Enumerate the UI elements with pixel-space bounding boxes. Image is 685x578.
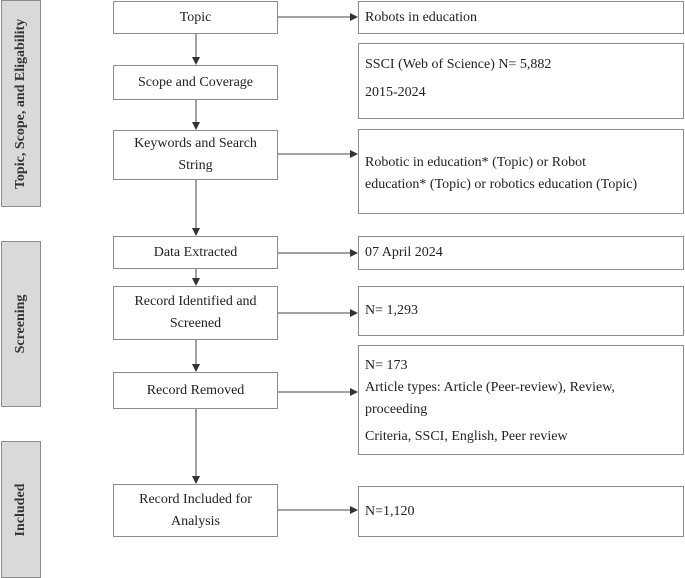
step-record-identified-line1: Record Identified and — [134, 294, 257, 309]
detail-removed-types-line1: Article types: Article (Peer-review), Re… — [365, 380, 615, 395]
step-keywords-line1: Keywords and Search — [134, 136, 257, 151]
detail-scope: SSCI (Web of Science) N= 5,882 2015-2024 — [358, 43, 684, 119]
step-record-removed: Record Removed — [113, 372, 278, 409]
step-record-identified: Record Identified and Screened — [113, 286, 278, 340]
step-keywords: Keywords and Search String — [113, 130, 278, 180]
step-topic-label: Topic — [179, 9, 212, 25]
step-data-extracted-label: Data Extracted — [153, 244, 238, 260]
step-record-included-line1: Record Included for — [139, 491, 252, 507]
detail-removed-count: N= 173 — [365, 358, 408, 373]
step-keywords-line2: String — [178, 158, 213, 173]
step-record-included-line2: Analysis — [170, 513, 220, 529]
detail-scope-source: SSCI (Web of Science) N= 5,882 — [365, 57, 552, 72]
detail-topic: Robots in education — [358, 1, 684, 34]
detail-record-identified: N= 1,293 — [358, 286, 684, 336]
detail-removed-types-line2: proceeding — [365, 402, 428, 417]
detail-data-extracted: 07 April 2024 — [358, 236, 684, 270]
phase-screening: Screening — [1, 241, 41, 407]
step-scope-label: Scope and Coverage — [137, 74, 254, 90]
detail-keywords: Robotic in education* (Topic) or Robot e… — [358, 129, 684, 214]
detail-keywords-line2: education* (Topic) or robotics education… — [365, 177, 638, 192]
detail-keywords-line1: Robotic in education* (Topic) or Robot — [365, 155, 587, 170]
detail-topic-text: Robots in education — [365, 9, 477, 25]
detail-record-removed: N= 173 Article types: Article (Peer-revi… — [358, 345, 684, 455]
step-record-identified-line2: Screened — [169, 316, 222, 331]
detail-record-included-text: N=1,120 — [365, 503, 415, 519]
detail-removed-criteria: Criteria, SSCI, English, Peer review — [365, 429, 568, 444]
detail-data-extracted-text: 07 April 2024 — [365, 245, 443, 260]
detail-record-included: N=1,120 — [358, 486, 684, 537]
detail-scope-years: 2015-2024 — [365, 85, 426, 100]
step-data-extracted: Data Extracted — [113, 236, 278, 269]
step-record-included: Record Included for Analysis — [113, 484, 278, 537]
detail-record-identified-text: N= 1,293 — [365, 303, 419, 318]
phase-topic-scope: Topic, Scope, and Eligability — [1, 0, 41, 207]
step-scope: Scope and Coverage — [113, 65, 278, 100]
step-topic: Topic — [113, 1, 278, 34]
step-record-removed-label: Record Removed — [146, 382, 245, 398]
